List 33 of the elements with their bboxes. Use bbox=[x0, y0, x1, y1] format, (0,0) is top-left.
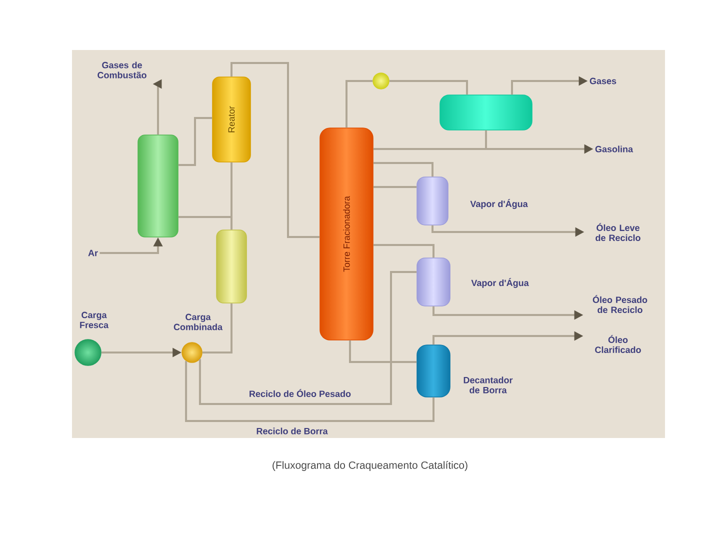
vessel-label: Decantador de Borra bbox=[464, 376, 513, 394]
pipe-line bbox=[185, 361, 434, 422]
stream-label: Óleo Leve de Reciclo bbox=[596, 222, 640, 242]
fractionator-column: Torre Fracionadora bbox=[320, 128, 374, 340]
reflux-drum bbox=[440, 94, 532, 130]
pipe-line bbox=[178, 117, 212, 166]
pipe-line bbox=[230, 62, 320, 238]
stream-label: Óleo Clarificado bbox=[595, 334, 641, 354]
pipe-line bbox=[373, 162, 434, 177]
reactor-vessel: Reator bbox=[212, 76, 251, 162]
regenerator-vessel bbox=[138, 134, 178, 238]
pipe-line bbox=[346, 80, 373, 128]
edge-label: Reciclo de Borra bbox=[255, 426, 329, 436]
caption: (Fluxograma do Craqueamento Catalítico) bbox=[272, 461, 468, 471]
pipe-line bbox=[202, 303, 232, 354]
stream-label: Gases bbox=[590, 78, 616, 84]
pipe-line bbox=[198, 271, 417, 405]
pipe-line bbox=[349, 340, 417, 363]
vessel-label: Vapor d'Água bbox=[471, 278, 529, 288]
stream-label: Óleo Pesado de Reciclo bbox=[592, 294, 648, 314]
vessel-label: Vapor d'Água bbox=[470, 199, 528, 209]
stream-label: Gases de Combustão bbox=[98, 62, 146, 78]
pipe-line bbox=[373, 130, 487, 150]
stream-label: Ar bbox=[88, 250, 98, 256]
pipe-line bbox=[373, 186, 417, 188]
riser-vessel bbox=[216, 230, 247, 304]
stream-label: Gasolina bbox=[595, 146, 634, 152]
pipe-line bbox=[230, 162, 232, 230]
condenser-symbol bbox=[372, 72, 390, 90]
pipe-line bbox=[373, 244, 434, 258]
vessel-label: Carga Fresca bbox=[80, 312, 109, 328]
vessel-label: Carga Combinada bbox=[174, 314, 223, 330]
pipe-line bbox=[389, 80, 468, 95]
